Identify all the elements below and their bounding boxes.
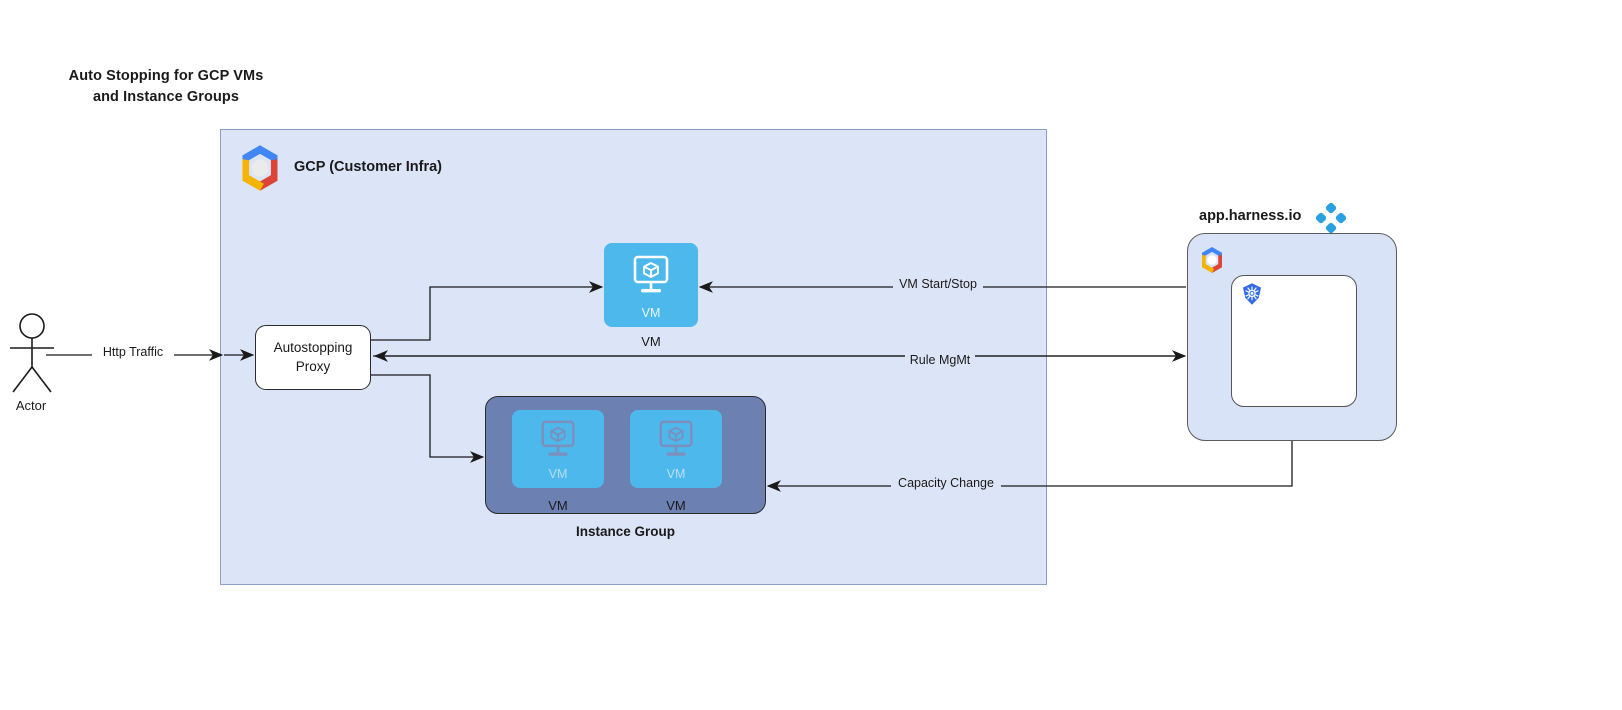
proxy-label-line-2: Proxy	[295, 358, 331, 374]
harness-diamond-logo-icon	[1315, 202, 1347, 234]
page-title-line-2: and Instance Groups	[92, 89, 240, 106]
label-bg-rule-mgmt	[905, 349, 975, 366]
vm-monitor-cube-icon	[533, 420, 583, 469]
edge-label-vm-start-stop: VM Start/Stop	[899, 277, 977, 291]
autostopping-proxy-label: Autostopping Proxy	[274, 339, 353, 375]
ccm-services-box	[1231, 275, 1357, 407]
vm-caption: VM	[641, 334, 661, 349]
instance-group-caption: Instance Group	[575, 524, 675, 539]
edge-label-capacity-change: Capacity Change	[898, 476, 994, 490]
edge-label-http-traffic: Http Traffic	[102, 345, 164, 359]
actor-label: Actor	[15, 398, 47, 413]
vm-monitor-cube-icon	[625, 255, 677, 306]
gcp-logo-icon	[1196, 244, 1228, 276]
proxy-label-line-1: Autostopping	[273, 340, 353, 356]
vm-monitor-cube-icon	[651, 420, 701, 469]
label-bg-http	[92, 345, 174, 362]
gcp-boundary-label: GCP (Customer Infra)	[294, 159, 442, 175]
instance-group-vm-1-caption: VM	[548, 498, 568, 513]
instance-group-vm-2[interactable]: VM	[630, 410, 722, 488]
autostopping-proxy-node[interactable]: Autostopping Proxy	[255, 325, 371, 390]
vm-node[interactable]: VM	[604, 243, 698, 327]
vm-inner-label: VM	[548, 467, 568, 481]
instance-group-vm-1[interactable]: VM	[512, 410, 604, 488]
instance-group-vm-2-caption: VM	[666, 498, 686, 513]
vm-inner-label: VM	[666, 467, 686, 481]
kubernetes-helm-icon	[1240, 282, 1264, 306]
page-title: Auto Stopping for GCP VMs and Instance G…	[46, 66, 286, 108]
page-title-line-1: Auto Stopping for GCP VMs	[68, 68, 264, 84]
edge-label-rule-mgmt: Rule MgMt	[909, 353, 971, 367]
actor-stick-figure-icon	[4, 312, 60, 394]
gcp-logo-icon	[232, 140, 288, 196]
harness-url-label: app.harness.io	[1199, 208, 1302, 224]
label-bg-vm-startstop	[893, 277, 983, 294]
label-bg-capacity	[891, 476, 1001, 493]
vm-inner-label: VM	[641, 306, 661, 320]
